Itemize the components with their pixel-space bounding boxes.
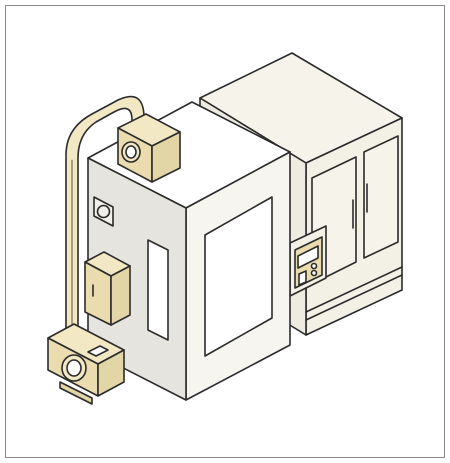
rear-plinth-line bbox=[305, 266, 403, 313]
rear-plinth-line-2 bbox=[305, 274, 403, 321]
bottom-collector-foot bbox=[59, 381, 93, 405]
inspection-port bbox=[93, 196, 114, 227]
main-window bbox=[204, 196, 273, 357]
control-panel-screen bbox=[297, 245, 319, 269]
top-collector bbox=[117, 113, 181, 183]
top-collector-side bbox=[151, 131, 181, 183]
control-panel bbox=[289, 225, 327, 297]
control-knob-1 bbox=[310, 262, 318, 270]
bottom-collector-side bbox=[97, 349, 125, 397]
rear-door-right bbox=[363, 135, 399, 259]
main-body bbox=[87, 101, 291, 401]
electrical-box bbox=[84, 251, 131, 326]
inspection-port-ring bbox=[96, 204, 111, 219]
bottom-collector bbox=[47, 323, 125, 405]
top-collector-port-inner bbox=[125, 145, 137, 159]
bottom-collector-port-inner bbox=[66, 359, 82, 377]
bottom-collector-flap bbox=[87, 345, 109, 357]
control-knob-2 bbox=[310, 269, 318, 277]
front-slot-window bbox=[147, 239, 169, 341]
electrical-box-side bbox=[110, 265, 131, 326]
control-keypad bbox=[298, 270, 307, 286]
